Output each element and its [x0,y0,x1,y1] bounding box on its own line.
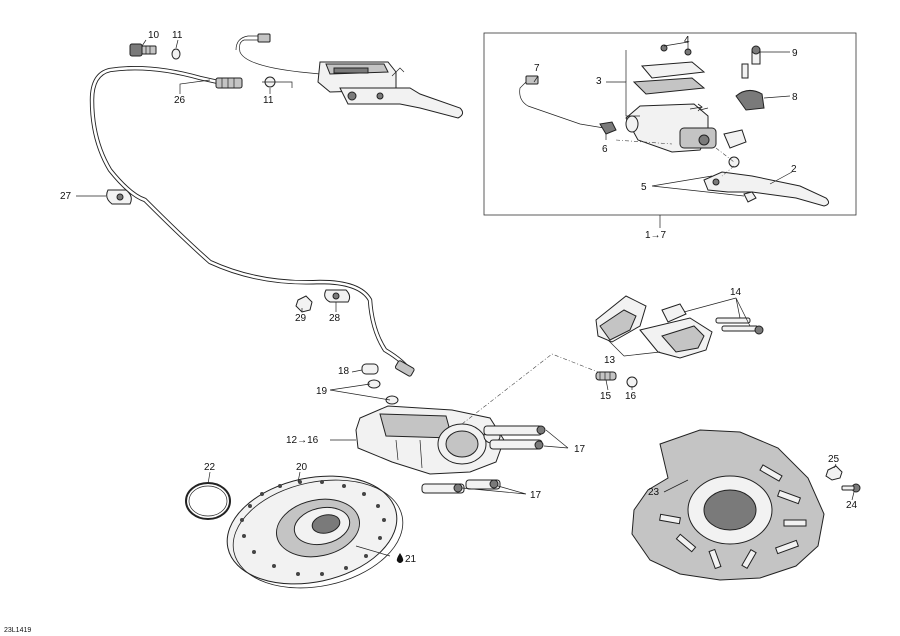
detail-lever [703,156,830,207]
nut [825,465,843,481]
label-17-upper: 17 [574,444,586,455]
washer [171,48,181,60]
label-20: 20 [296,462,308,473]
label-10: 10 [148,30,160,41]
banjo-bolt [129,43,157,57]
label-16: 16 [625,391,637,402]
leader-lines [76,39,855,557]
label-29: 29 [295,313,307,324]
master-cylinder-assembly [317,61,464,119]
label-24: 24 [846,500,858,511]
arrow-icon [689,103,703,112]
label-1-7: 1→7 [645,230,667,241]
reservoir-cover [632,44,706,95]
label-21: 21 [405,554,417,565]
nut [295,295,313,313]
reference-code: 23L1419 [4,627,31,634]
label-14: 14 [730,287,742,298]
label-11-top: 11 [172,30,183,41]
label-26: 26 [174,95,186,106]
bleeder-screw [361,363,379,375]
pivot-nut [743,191,757,203]
hose-clip [106,189,132,205]
clamp [735,45,765,111]
label-6: 6 [602,144,608,155]
pad-spring [595,371,617,381]
label-22: 22 [204,462,216,473]
alignment-lines [461,139,735,425]
brake-disc [226,475,404,589]
label-25: 25 [828,454,840,465]
washer [385,395,399,405]
plug [626,376,638,388]
brake-pads [595,295,713,359]
detail-switch-wire [519,75,617,135]
brake-hose [89,66,415,377]
o-ring [185,482,231,520]
part-labels: 1→7 2 3 4 5 6 7 8 9 10 11 11 12→16 13 14… [4,30,858,634]
footnote-symbol: 21 [396,553,417,565]
pad-pins [715,317,764,335]
hose-bracket [324,289,351,303]
disc-guard [631,429,825,581]
detail-master-cylinder [625,103,747,153]
label-13: 13 [604,355,616,366]
label-7: 7 [534,63,540,74]
label-15: 15 [600,391,612,402]
label-2: 2 [791,164,797,175]
label-27: 27 [60,191,72,202]
label-3: 3 [596,76,602,87]
label-11-bottom: 11 [263,95,274,106]
label-17-lower: 17 [530,490,542,501]
label-28: 28 [329,313,341,324]
master-cylinder-detail-box [483,32,857,216]
drop-icon [396,553,404,563]
label-8: 8 [792,92,798,103]
label-18: 18 [338,366,350,377]
switch-wire [235,33,321,75]
brake-caliper [355,405,505,475]
label-4: 4 [684,35,690,46]
label-19: 19 [316,386,328,397]
label-23: 23 [648,487,660,498]
label-5: 5 [641,182,647,193]
guard-screw [841,483,861,493]
label-9: 9 [792,48,798,59]
label-12-16: 12→16 [286,435,319,446]
